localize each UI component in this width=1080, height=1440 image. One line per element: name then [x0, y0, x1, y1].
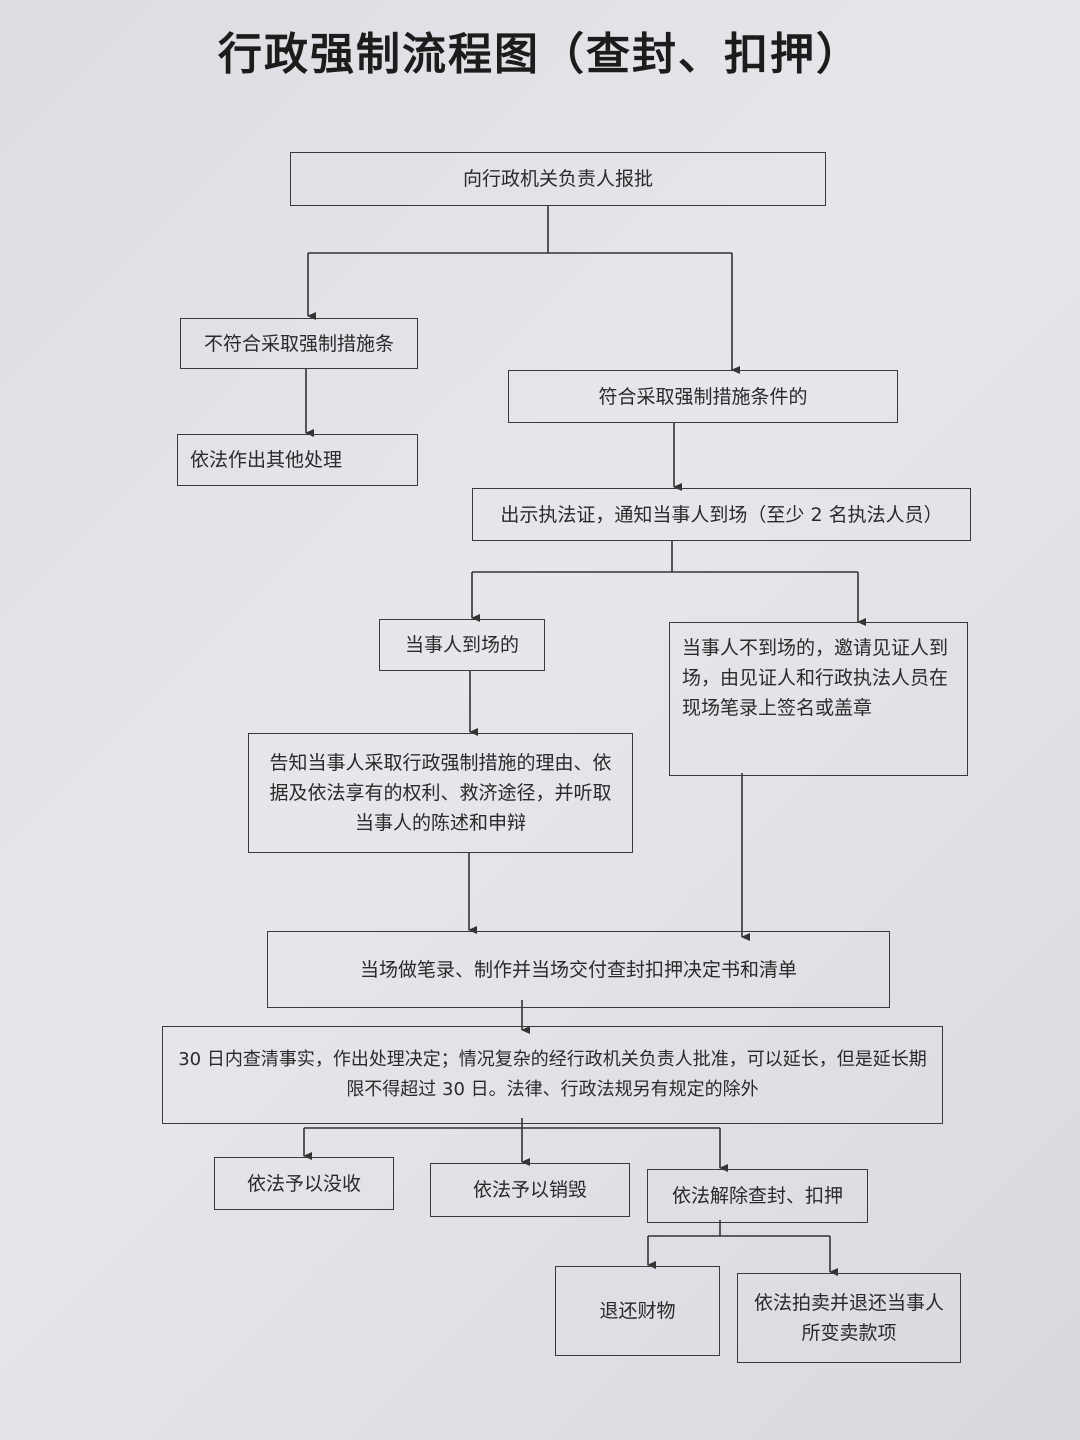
node-label: 依法拍卖并退还当事人所变卖款项: [754, 1292, 945, 1344]
node-label: 依法予以销毁: [472, 1179, 587, 1201]
node-not-meet: 不符合采取强制措施条: [180, 318, 418, 369]
node-label: 30 日内查清事实，作出处理决定；情况复杂的经行政机关负责人批准，可以延长，但是…: [178, 1049, 927, 1100]
page-title: 行政强制流程图（查封、扣押）: [218, 29, 862, 80]
node-label: 出示执法证，通知当事人到场（至少 2 名执法人员）: [500, 503, 943, 526]
node-inform: 告知当事人采取行政强制措施的理由、依据及依法享有的权利、救济途径，并听取当事人的…: [248, 733, 633, 853]
node-label: 告知当事人采取行政强制措施的理由、依据及依法享有的权利、救济途径，并听取当事人的…: [269, 752, 612, 834]
node-party-absent: 当事人不到场的，邀请见证人到场，由见证人和行政执法人员在现场笔录上签名或盖章: [669, 622, 968, 776]
node-label: 符合采取强制措施条件的: [598, 385, 808, 408]
node-label: 依法予以没收: [246, 1172, 361, 1195]
node-label: 向行政机关负责人报批: [462, 168, 653, 190]
node-auction: 依法拍卖并退还当事人所变卖款项: [737, 1273, 961, 1363]
node-label: 依法作出其他处理: [190, 449, 343, 471]
node-report: 向行政机关负责人报批: [290, 152, 826, 206]
node-label: 退还财物: [599, 1300, 676, 1322]
node-show-cert: 出示执法证，通知当事人到场（至少 2 名执法人员）: [472, 488, 971, 541]
node-destroy: 依法予以销毁: [430, 1163, 630, 1217]
node-confiscate: 依法予以没收: [214, 1157, 394, 1210]
node-meet: 符合采取强制措施条件的: [508, 370, 898, 423]
node-release: 依法解除查封、扣押: [647, 1169, 868, 1223]
node-return-property: 退还财物: [555, 1266, 720, 1356]
node-decide: 30 日内查清事实，作出处理决定；情况复杂的经行政机关负责人批准，可以延长，但是…: [162, 1026, 943, 1124]
node-other-handling: 依法作出其他处理: [177, 434, 418, 486]
node-label: 不符合采取强制措施条: [203, 332, 394, 355]
node-label: 当场做笔录、制作并当场交付查封扣押决定书和清单: [359, 958, 797, 981]
node-record: 当场做笔录、制作并当场交付查封扣押决定书和清单: [267, 931, 890, 1008]
node-party-present: 当事人到场的: [379, 619, 545, 671]
node-label: 当事人不到场的，邀请见证人到场，由见证人和行政执法人员在现场笔录上签名或盖章: [682, 637, 949, 719]
node-label: 当事人到场的: [404, 634, 519, 656]
node-label: 依法解除查封、扣押: [671, 1185, 843, 1207]
